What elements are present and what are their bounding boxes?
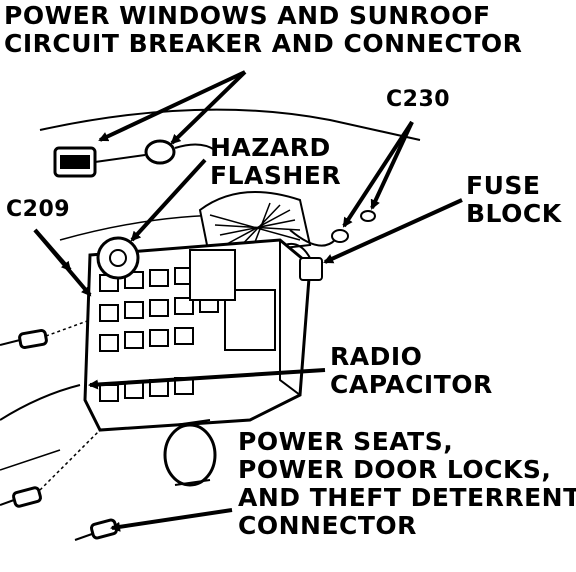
fuse-label-line-1: FUSE	[466, 171, 541, 200]
power-windows-label-line-1: POWER WINDOWS AND SUNROOF	[4, 1, 491, 30]
arrow-c230-left	[342, 120, 414, 228]
arrow-c209-b	[33, 228, 92, 297]
fuse-block-label: FUSE BLOCK	[466, 172, 562, 228]
power-seats-label-line-1: POWER SEATS,	[238, 427, 454, 456]
power-windows-sunroof-label: POWER WINDOWS AND SUNROOF CIRCUIT BREAKE…	[4, 2, 522, 58]
arrow-radio-capacitor	[88, 368, 326, 390]
arrow-breaker-right	[170, 70, 247, 145]
power-seats-label-line-3: AND THEFT DETERRENT	[238, 483, 576, 512]
power-windows-label-line-2: CIRCUIT BREAKER AND CONNECTOR	[4, 29, 523, 58]
c209-connector	[0, 319, 91, 350]
power-seats-label: POWER SEATS, POWER DOOR LOCKS, AND THEFT…	[238, 428, 576, 540]
arrow-c230-right	[370, 121, 414, 210]
arrow-power-seats	[110, 508, 233, 532]
dash-edge-line-2	[0, 449, 61, 471]
hazard-label-line-2: FLASHER	[210, 161, 342, 190]
arrow-breaker-left	[98, 70, 246, 142]
radio-label-line-1: RADIO	[330, 342, 423, 371]
dash-panel-outline	[39, 108, 421, 141]
radio-label-line-2: CAPACITOR	[330, 370, 493, 399]
dash-edge-line	[0, 384, 81, 421]
power-seats-label-line-4: CONNECTOR	[238, 511, 417, 540]
c230-connector	[289, 210, 376, 247]
fuse-block-bolt	[284, 242, 323, 281]
steering-column	[163, 419, 217, 487]
leader-arrows	[33, 70, 463, 532]
hazard-flasher-label: HAZARD FLASHER	[210, 134, 341, 190]
hazard-flasher-part	[96, 236, 140, 280]
hazard-label-line-1: HAZARD	[210, 133, 331, 162]
fuse-label-line-2: BLOCK	[466, 199, 562, 228]
circuit-breaker-connector	[53, 139, 216, 178]
c230-label: C230	[386, 87, 451, 112]
c209-label: C209	[6, 197, 71, 222]
arrow-hazard	[130, 158, 207, 242]
power-seats-connector-upper	[0, 429, 101, 508]
power-seats-label-line-2: POWER DOOR LOCKS,	[238, 455, 552, 484]
radio-capacitor-label: RADIO CAPACITOR	[330, 343, 493, 399]
arrow-fuse-block	[323, 198, 463, 264]
power-seats-connector-lower	[74, 518, 119, 541]
